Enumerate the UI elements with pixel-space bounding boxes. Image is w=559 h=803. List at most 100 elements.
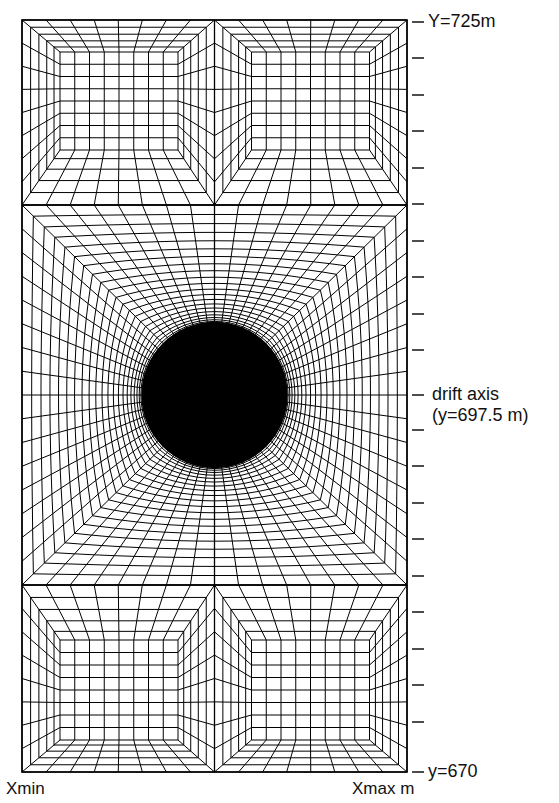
mesh-ray bbox=[22, 300, 148, 367]
mesh-ray bbox=[340, 20, 359, 52]
mesh-ray bbox=[22, 715, 60, 725]
mesh-ring bbox=[252, 640, 370, 740]
mesh-ray bbox=[22, 43, 60, 64]
mesh-ray bbox=[22, 608, 60, 652]
mesh-ring bbox=[246, 47, 376, 159]
mesh-lines bbox=[22, 20, 407, 772]
mesh-ray bbox=[178, 101, 215, 113]
mesh-ray bbox=[22, 585, 60, 640]
mesh-ray bbox=[355, 585, 383, 640]
mesh-ring bbox=[252, 52, 370, 150]
mesh-ray bbox=[263, 740, 281, 772]
mesh-ray bbox=[215, 632, 252, 665]
mesh-ray bbox=[370, 88, 408, 90]
mesh-ray bbox=[22, 101, 60, 113]
mesh-ray bbox=[178, 715, 215, 725]
mesh-ray bbox=[149, 20, 167, 52]
mesh-ray bbox=[340, 150, 359, 205]
mesh-ray bbox=[70, 205, 174, 335]
mesh-ray bbox=[215, 20, 252, 52]
elevation-label: Y=725m bbox=[428, 11, 496, 32]
mesh-ray bbox=[22, 679, 60, 691]
mesh-ray bbox=[274, 435, 407, 537]
mesh-grid-line bbox=[60, 727, 178, 728]
mesh-ray bbox=[325, 585, 335, 640]
mesh-grid-line bbox=[252, 88, 370, 89]
mesh-ray bbox=[215, 679, 252, 691]
elevation-label: y=670 bbox=[428, 761, 478, 782]
mesh-ray bbox=[355, 740, 383, 772]
mesh-ray bbox=[274, 253, 407, 355]
mesh-ray bbox=[178, 66, 215, 76]
mesh-ray bbox=[287, 20, 296, 52]
mesh-ray bbox=[270, 229, 407, 350]
mesh-ray bbox=[166, 466, 200, 585]
mesh-ray bbox=[22, 138, 60, 182]
mesh-ray bbox=[285, 409, 407, 442]
mesh-ray bbox=[22, 150, 60, 205]
mesh-ray bbox=[149, 740, 167, 772]
mesh-ray bbox=[22, 253, 155, 355]
mesh-ray bbox=[215, 150, 252, 205]
mesh-ray bbox=[178, 113, 215, 135]
mesh-ray bbox=[22, 441, 159, 562]
mesh-ray bbox=[94, 20, 104, 52]
mesh-ray bbox=[278, 429, 407, 514]
mesh-ray bbox=[134, 585, 143, 640]
mesh-ray bbox=[22, 728, 60, 749]
tick-mark bbox=[412, 575, 424, 576]
tick-mark bbox=[412, 167, 424, 168]
tick-marks bbox=[412, 22, 424, 772]
mesh-ray bbox=[22, 20, 60, 52]
mesh-grid-line bbox=[252, 76, 370, 77]
tick-mark bbox=[412, 130, 424, 131]
mesh-ray bbox=[215, 728, 252, 749]
mesh-ray bbox=[325, 150, 335, 205]
tick-mark bbox=[412, 94, 424, 95]
mesh-ray bbox=[178, 608, 215, 652]
mesh-ray bbox=[283, 324, 407, 374]
mesh-ray bbox=[370, 679, 408, 691]
mesh-grid-line bbox=[60, 125, 178, 126]
mesh-ray bbox=[215, 88, 252, 90]
tick-mark bbox=[412, 394, 424, 395]
mesh-ray bbox=[22, 402, 143, 419]
mesh-ray bbox=[178, 20, 215, 52]
mesh-grid-line bbox=[60, 690, 178, 691]
tick-mark bbox=[412, 240, 424, 241]
mesh-ray bbox=[283, 416, 407, 466]
mesh-ray bbox=[263, 20, 281, 52]
mesh-grid-line bbox=[252, 137, 370, 138]
mesh-ray bbox=[22, 348, 144, 381]
mesh-ray bbox=[370, 138, 408, 182]
mesh-ray bbox=[287, 395, 408, 396]
mesh-grid-line bbox=[252, 702, 370, 703]
mesh-grid-line bbox=[252, 665, 370, 666]
mesh-ray bbox=[370, 701, 408, 703]
mesh-ray bbox=[235, 205, 286, 326]
mesh-grid-line bbox=[60, 652, 178, 653]
mesh-ray bbox=[163, 585, 190, 640]
mesh-ring bbox=[60, 52, 178, 150]
mesh-ray bbox=[70, 455, 174, 585]
mesh-ray bbox=[22, 395, 143, 396]
mesh-ray bbox=[46, 740, 75, 772]
mesh-ray bbox=[22, 113, 60, 135]
mesh-ray bbox=[118, 740, 120, 772]
mesh-ray bbox=[263, 150, 281, 205]
mesh-ray bbox=[22, 423, 148, 490]
mesh-ray bbox=[215, 101, 252, 113]
tick-mark bbox=[412, 429, 424, 430]
mesh-ray bbox=[178, 585, 215, 640]
mesh-ring bbox=[54, 631, 184, 745]
mesh-ray bbox=[285, 348, 407, 381]
mesh-grid-line bbox=[252, 715, 370, 716]
mesh-grid-line bbox=[252, 677, 370, 678]
mesh-ray bbox=[239, 20, 267, 52]
mesh-grid-line bbox=[60, 137, 178, 138]
mesh-ray bbox=[215, 740, 252, 772]
mesh-ray bbox=[370, 20, 408, 52]
mesh-ray bbox=[370, 632, 408, 665]
mesh-grid-line bbox=[60, 101, 178, 102]
mesh-ray bbox=[94, 458, 180, 585]
